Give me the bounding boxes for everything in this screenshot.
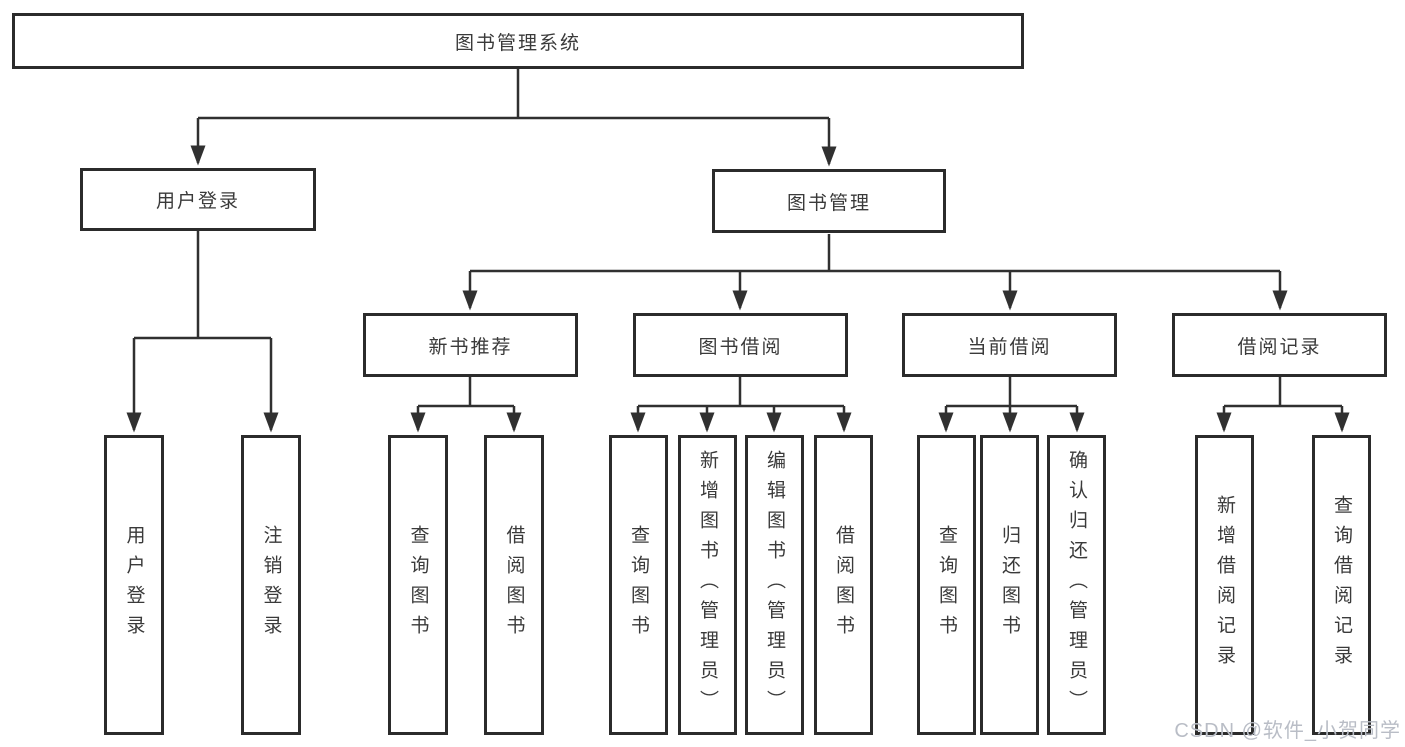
node-leaf-newbooks-query-books: 查询图书: [388, 435, 448, 735]
node-leaf-records-query-record: 查询借阅记录: [1312, 435, 1371, 735]
node-section-borrowing-records: 借阅记录: [1172, 313, 1387, 377]
node-branch-book-management: 图书管理: [712, 169, 946, 233]
csdn-watermark: CSDN @软件_小贺同学: [1174, 720, 1401, 742]
node-leaf-current-query-books: 查询图书: [917, 435, 976, 735]
node-leaf-borrowing-edit-books-admin: 编辑图书（管理员）: [745, 435, 804, 735]
node-leaf-newbooks-borrow-books: 借阅图书: [484, 435, 544, 735]
node-leaf-user-login: 用户登录: [104, 435, 164, 735]
node-section-book-borrowing: 图书借阅: [633, 313, 848, 377]
node-leaf-logout: 注销登录: [241, 435, 301, 735]
node-leaf-borrowing-add-books-admin: 新增图书（管理员）: [678, 435, 737, 735]
node-section-new-book-recommend: 新书推荐: [363, 313, 578, 377]
node-branch-user-login: 用户登录: [80, 168, 316, 231]
node-leaf-borrowing-query-books: 查询图书: [609, 435, 668, 735]
node-leaf-current-confirm-return-admin: 确认归还（管理员）: [1047, 435, 1106, 735]
node-root-library-management-system: 图书管理系统: [12, 13, 1024, 69]
node-section-current-borrowing: 当前借阅: [902, 313, 1117, 377]
node-leaf-current-return-books: 归还图书: [980, 435, 1039, 735]
node-leaf-borrowing-borrow-books: 借阅图书: [814, 435, 873, 735]
node-leaf-records-add-record: 新增借阅记录: [1195, 435, 1254, 735]
